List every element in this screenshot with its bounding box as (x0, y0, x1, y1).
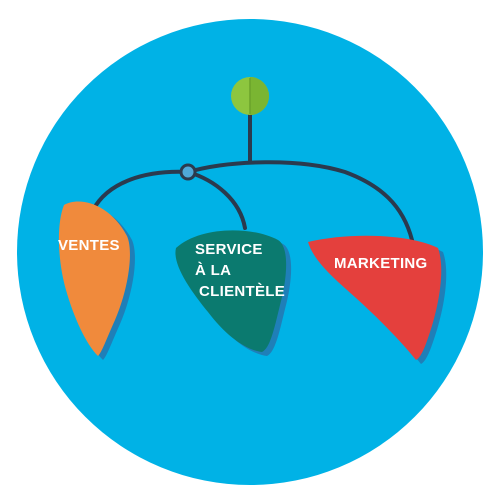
label-sales-line-1: VENTES (58, 237, 120, 254)
sales-arm-wire (91, 169, 190, 212)
piece-sales (58, 201, 135, 360)
label-sales: VENTES (58, 236, 120, 255)
pivot-joint (179, 163, 197, 181)
piece-marketing (308, 235, 447, 364)
main-arm-wire (186, 160, 414, 242)
label-service-line-2: À LA (195, 262, 232, 279)
piece-service (175, 230, 292, 356)
hub-icon (231, 77, 269, 115)
label-service: SERVICE À LA CLIENTÈLE (195, 240, 285, 301)
label-service-line-1: SERVICE (195, 241, 263, 258)
label-marketing-line-1: MARKETING (334, 255, 428, 272)
mobile-wires (91, 106, 414, 242)
label-marketing: MARKETING (334, 254, 428, 273)
label-service-line-3: CLIENTÈLE (199, 283, 286, 300)
